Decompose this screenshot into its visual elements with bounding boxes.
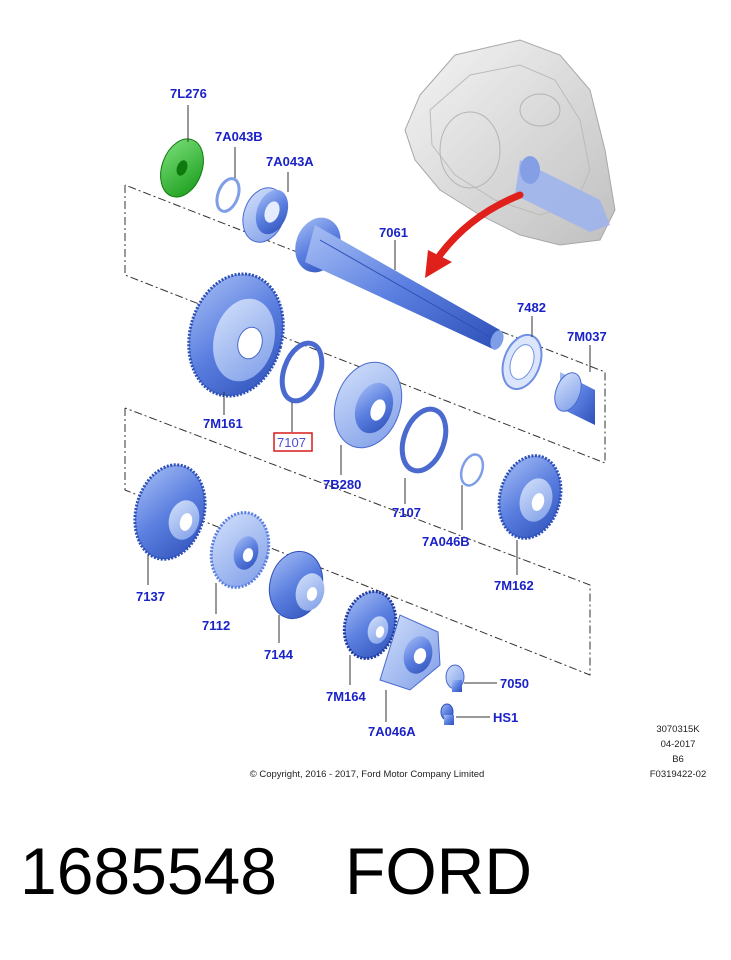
label-7M037: 7M037 [567, 329, 607, 344]
highlight-box [273, 432, 313, 452]
label-7B280: 7B280 [323, 477, 361, 492]
label-7137: 7137 [136, 589, 165, 604]
label-7L276: 7L276 [170, 86, 207, 101]
part-7061[interactable] [288, 211, 506, 351]
part-7A043A[interactable] [236, 172, 294, 248]
part-7482[interactable] [496, 316, 549, 394]
document-info: 3070315K 04-2017 B6 F0319422-02 © Copyri… [250, 724, 707, 780]
part-7M161[interactable] [176, 263, 297, 415]
label-7112: 7112 [202, 618, 230, 633]
part-7M162[interactable] [490, 449, 570, 575]
part-7112[interactable] [203, 506, 277, 614]
part-7M037[interactable] [550, 345, 595, 425]
copyright-text: © Copyright, 2016 - 2017, Ford Motor Com… [250, 769, 485, 780]
part-7M164[interactable] [337, 586, 403, 685]
label-7144: 7144 [264, 647, 294, 662]
label-7482: 7482 [517, 300, 546, 315]
part-7144[interactable] [262, 545, 330, 643]
part-7A046B[interactable] [457, 452, 487, 530]
part-7A043B[interactable] [213, 147, 243, 214]
doc-figure: F0319422-02 [650, 769, 707, 780]
part-7L276[interactable] [153, 105, 211, 203]
red-arrow-icon [425, 191, 524, 278]
part-7107-ring[interactable] [394, 403, 453, 504]
part-7050[interactable] [445, 664, 497, 692]
label-7061: 7061 [379, 225, 408, 240]
label-7A046A: 7A046A [368, 724, 416, 739]
part-7A046A[interactable] [379, 614, 441, 722]
label-7M161: 7M161 [203, 416, 243, 431]
part-7137[interactable] [125, 457, 216, 585]
label-7M162: 7M162 [494, 578, 534, 593]
callout-labels: 7L276 7A043B 7A043A 7061 7482 7M037 7M16… [136, 86, 607, 739]
part-number: 1685548 [20, 834, 277, 908]
doc-code: 3070315K [656, 724, 700, 735]
label-7107: 7107 [392, 505, 421, 520]
gearbox-housing-image [404, 39, 616, 246]
label-HS1: HS1 [493, 710, 518, 725]
part-7B280[interactable] [323, 353, 413, 475]
doc-date: 04-2017 [661, 739, 696, 750]
label-7107-highlighted: 7107 [277, 435, 306, 450]
doc-variant: B6 [672, 754, 684, 765]
label-7A043A: 7A043A [266, 154, 314, 169]
label-7A046B: 7A046B [422, 534, 470, 549]
label-7A043B: 7A043B [215, 129, 263, 144]
brand-name: FORD [345, 834, 532, 908]
label-7050: 7050 [500, 676, 529, 691]
part-7107-highlighted[interactable] [273, 338, 329, 452]
label-7M164: 7M164 [326, 689, 367, 704]
part-HS1[interactable] [440, 703, 490, 725]
